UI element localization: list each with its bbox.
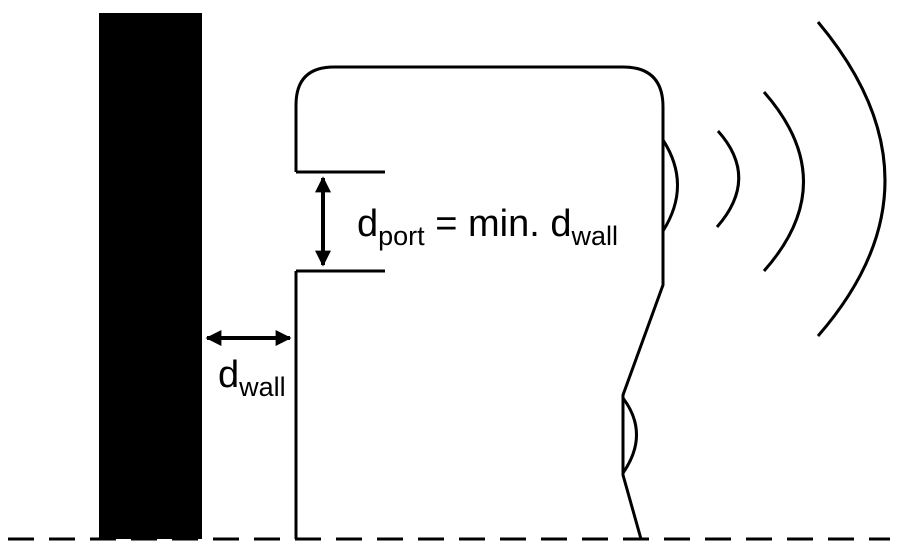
woofer-driver	[621, 397, 638, 474]
sound-wave-large	[816, 21, 887, 337]
tweeter-driver	[661, 139, 679, 232]
wall	[99, 13, 202, 539]
port-equation-rest: = min. d	[425, 203, 572, 245]
port-subscript: port	[378, 221, 425, 251]
port-d: d	[357, 203, 378, 245]
wall-d: d	[218, 354, 239, 396]
port-equation-label: dport = min. dwall	[357, 203, 618, 251]
sound-wave-medium	[762, 91, 805, 272]
wall-subscript: wall	[238, 372, 286, 402]
speaker-cabinet	[294, 65, 665, 540]
wall-distance-label: dwall	[218, 354, 286, 402]
port-wall-subscript: wall	[570, 221, 618, 251]
sound-wave-small	[715, 130, 741, 228]
